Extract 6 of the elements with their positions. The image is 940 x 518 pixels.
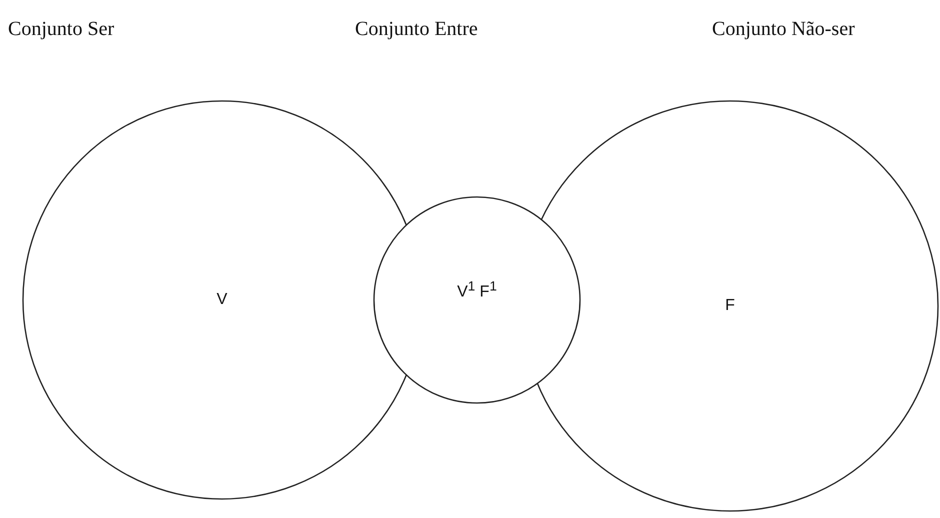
set-heading: Conjunto Não-ser xyxy=(712,18,855,41)
set-element-label: F xyxy=(725,297,735,315)
set-element-label: V xyxy=(216,291,228,309)
set-heading: Conjunto Ser xyxy=(8,18,114,41)
set-heading: Conjunto Entre xyxy=(355,18,478,41)
set-element-label: V$^{1}$ F$^{1}$ xyxy=(457,278,497,302)
